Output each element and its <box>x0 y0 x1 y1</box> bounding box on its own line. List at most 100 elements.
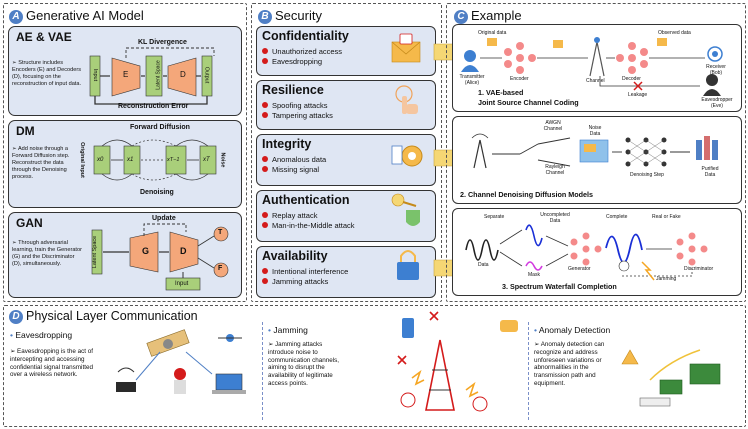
ae-e-label: E <box>123 70 129 79</box>
ex3-separate-label: Separate <box>484 214 505 220</box>
ex2-step-label: Denoising Step <box>630 172 664 178</box>
ex2-caption: 2. Channel Denoising Diffusion Models <box>460 190 593 199</box>
purified-data-icon <box>696 136 718 160</box>
uncompleted-wave <box>525 224 543 247</box>
panel-example <box>446 3 746 302</box>
ex1-caption-line2: Joint Source Channel Coding <box>478 98 579 107</box>
panel-a-badge: A <box>9 10 23 24</box>
ex3-data-label: Data <box>478 262 489 268</box>
panel-d-badge: D <box>9 310 23 324</box>
ex1-eve-label: Eavesdropper (Eve) <box>701 97 733 109</box>
panel-physical-layer <box>3 305 746 427</box>
panel-c-badge: C <box>454 10 468 24</box>
ex3-mask-label: Mask <box>528 272 540 278</box>
dm-x1: x1 <box>127 157 134 163</box>
ex3-generator-label: Generator <box>568 266 591 272</box>
jamming-title: • Jamming <box>268 325 308 335</box>
encoder-net-icon <box>504 42 536 74</box>
ex1-decoder-label: Decoder <box>622 76 641 82</box>
denoise-net-icon <box>625 137 667 167</box>
dm-forward-label: Forward Diffusion <box>130 124 190 131</box>
dm-title: DM <box>16 124 35 138</box>
network-switch-icon <box>639 397 671 407</box>
ae-recon-label: Reconstruction Error <box>118 103 189 110</box>
ex1-caption-line1: 1. VAE-based <box>478 88 524 97</box>
ex2-awgn-label: AWGN Channel <box>543 120 563 132</box>
ex2-rayleigh-label: Rayleigh Channel <box>545 164 565 176</box>
gan-t-label: T <box>218 229 223 236</box>
eavesdropping-desc: ➢ Eavesdropping is the act of intercepti… <box>10 348 93 379</box>
ae-vae-desc: ➢ Structure includes Encoders (E) and De… <box>12 60 82 87</box>
router-icon <box>116 367 136 392</box>
ex1-transmitter-label: Transmitter (Alice) <box>459 74 485 86</box>
ae-vae-title: AE & VAE <box>16 30 72 44</box>
eavesdropper-icon <box>703 74 721 96</box>
padlock-icon <box>397 250 419 280</box>
warning-icon <box>621 349 639 365</box>
channel-tower-icon <box>589 37 605 77</box>
noise-data-icon <box>579 139 609 163</box>
dm-denoise-label: Denoising <box>140 189 174 196</box>
dm-x0: x0 <box>97 157 104 163</box>
anomaly-title: • Anomaly Detection <box>534 325 611 335</box>
eavesdropping-title: • Eavesdropping <box>10 330 73 340</box>
example-vae-jscc <box>452 24 742 112</box>
ex2-purified-label: Purified Data <box>701 166 719 178</box>
example-channel-denoising <box>452 116 742 204</box>
gear-check-icon <box>391 145 423 167</box>
ex1-original-label: Original data <box>478 30 507 36</box>
antenna-tower-icon <box>471 133 489 169</box>
dm-xt: xT <box>203 157 210 163</box>
cable-icon <box>649 349 701 381</box>
satellite-icon <box>146 329 190 357</box>
laptop-icon <box>212 373 246 394</box>
panel-b-badge: B <box>258 10 272 24</box>
touch-hand-icon <box>395 85 418 114</box>
ex1-receiver-label: Receiver (Bob) <box>706 64 726 76</box>
ex3-caption: 3. Spectrum Waterfall Completion <box>502 282 617 291</box>
jamming-desc: ➢ Jamming attacks introduce noise to com… <box>268 341 340 387</box>
mask-wave <box>525 261 543 271</box>
gan-input-label: Input <box>175 281 189 287</box>
gan-box <box>8 212 242 298</box>
jamming-icon <box>618 260 655 281</box>
ex1-observed-label: Observed data <box>658 30 691 36</box>
discriminator-net-icon <box>676 232 708 266</box>
hacker-icon <box>174 368 186 394</box>
ex2-noise-label: Noise Data <box>588 125 602 137</box>
data-wave <box>465 239 499 261</box>
circuit-board-icon <box>659 363 721 395</box>
dm-xt1: xT−1 <box>167 157 180 163</box>
ae-d-label: D <box>180 70 186 79</box>
chat-icon <box>500 320 518 332</box>
cross-icon <box>397 311 439 365</box>
ex3-complete-label: Complete <box>606 214 628 220</box>
transmitter-icon <box>461 50 479 72</box>
ae-kl-label: KL Divergence <box>138 39 187 46</box>
gan-d-label: D <box>180 246 187 256</box>
envelope-lock-icon <box>391 33 421 63</box>
generator-net-icon <box>570 232 602 266</box>
satellite-dish-icon <box>400 392 488 412</box>
receiver-icon <box>707 46 723 62</box>
anomaly-desc: ➢ Anomaly detection can recognize and ad… <box>534 341 605 387</box>
key-shield-icon <box>391 193 420 226</box>
cell-tower-icon <box>425 339 455 411</box>
drone-icon <box>218 334 242 342</box>
divider-1 <box>262 322 263 420</box>
ex3-realfake-label: Real or Fake <box>652 214 681 220</box>
gan-f-label: F <box>218 265 223 272</box>
ex1-encoder-label: Encoder <box>510 76 529 82</box>
